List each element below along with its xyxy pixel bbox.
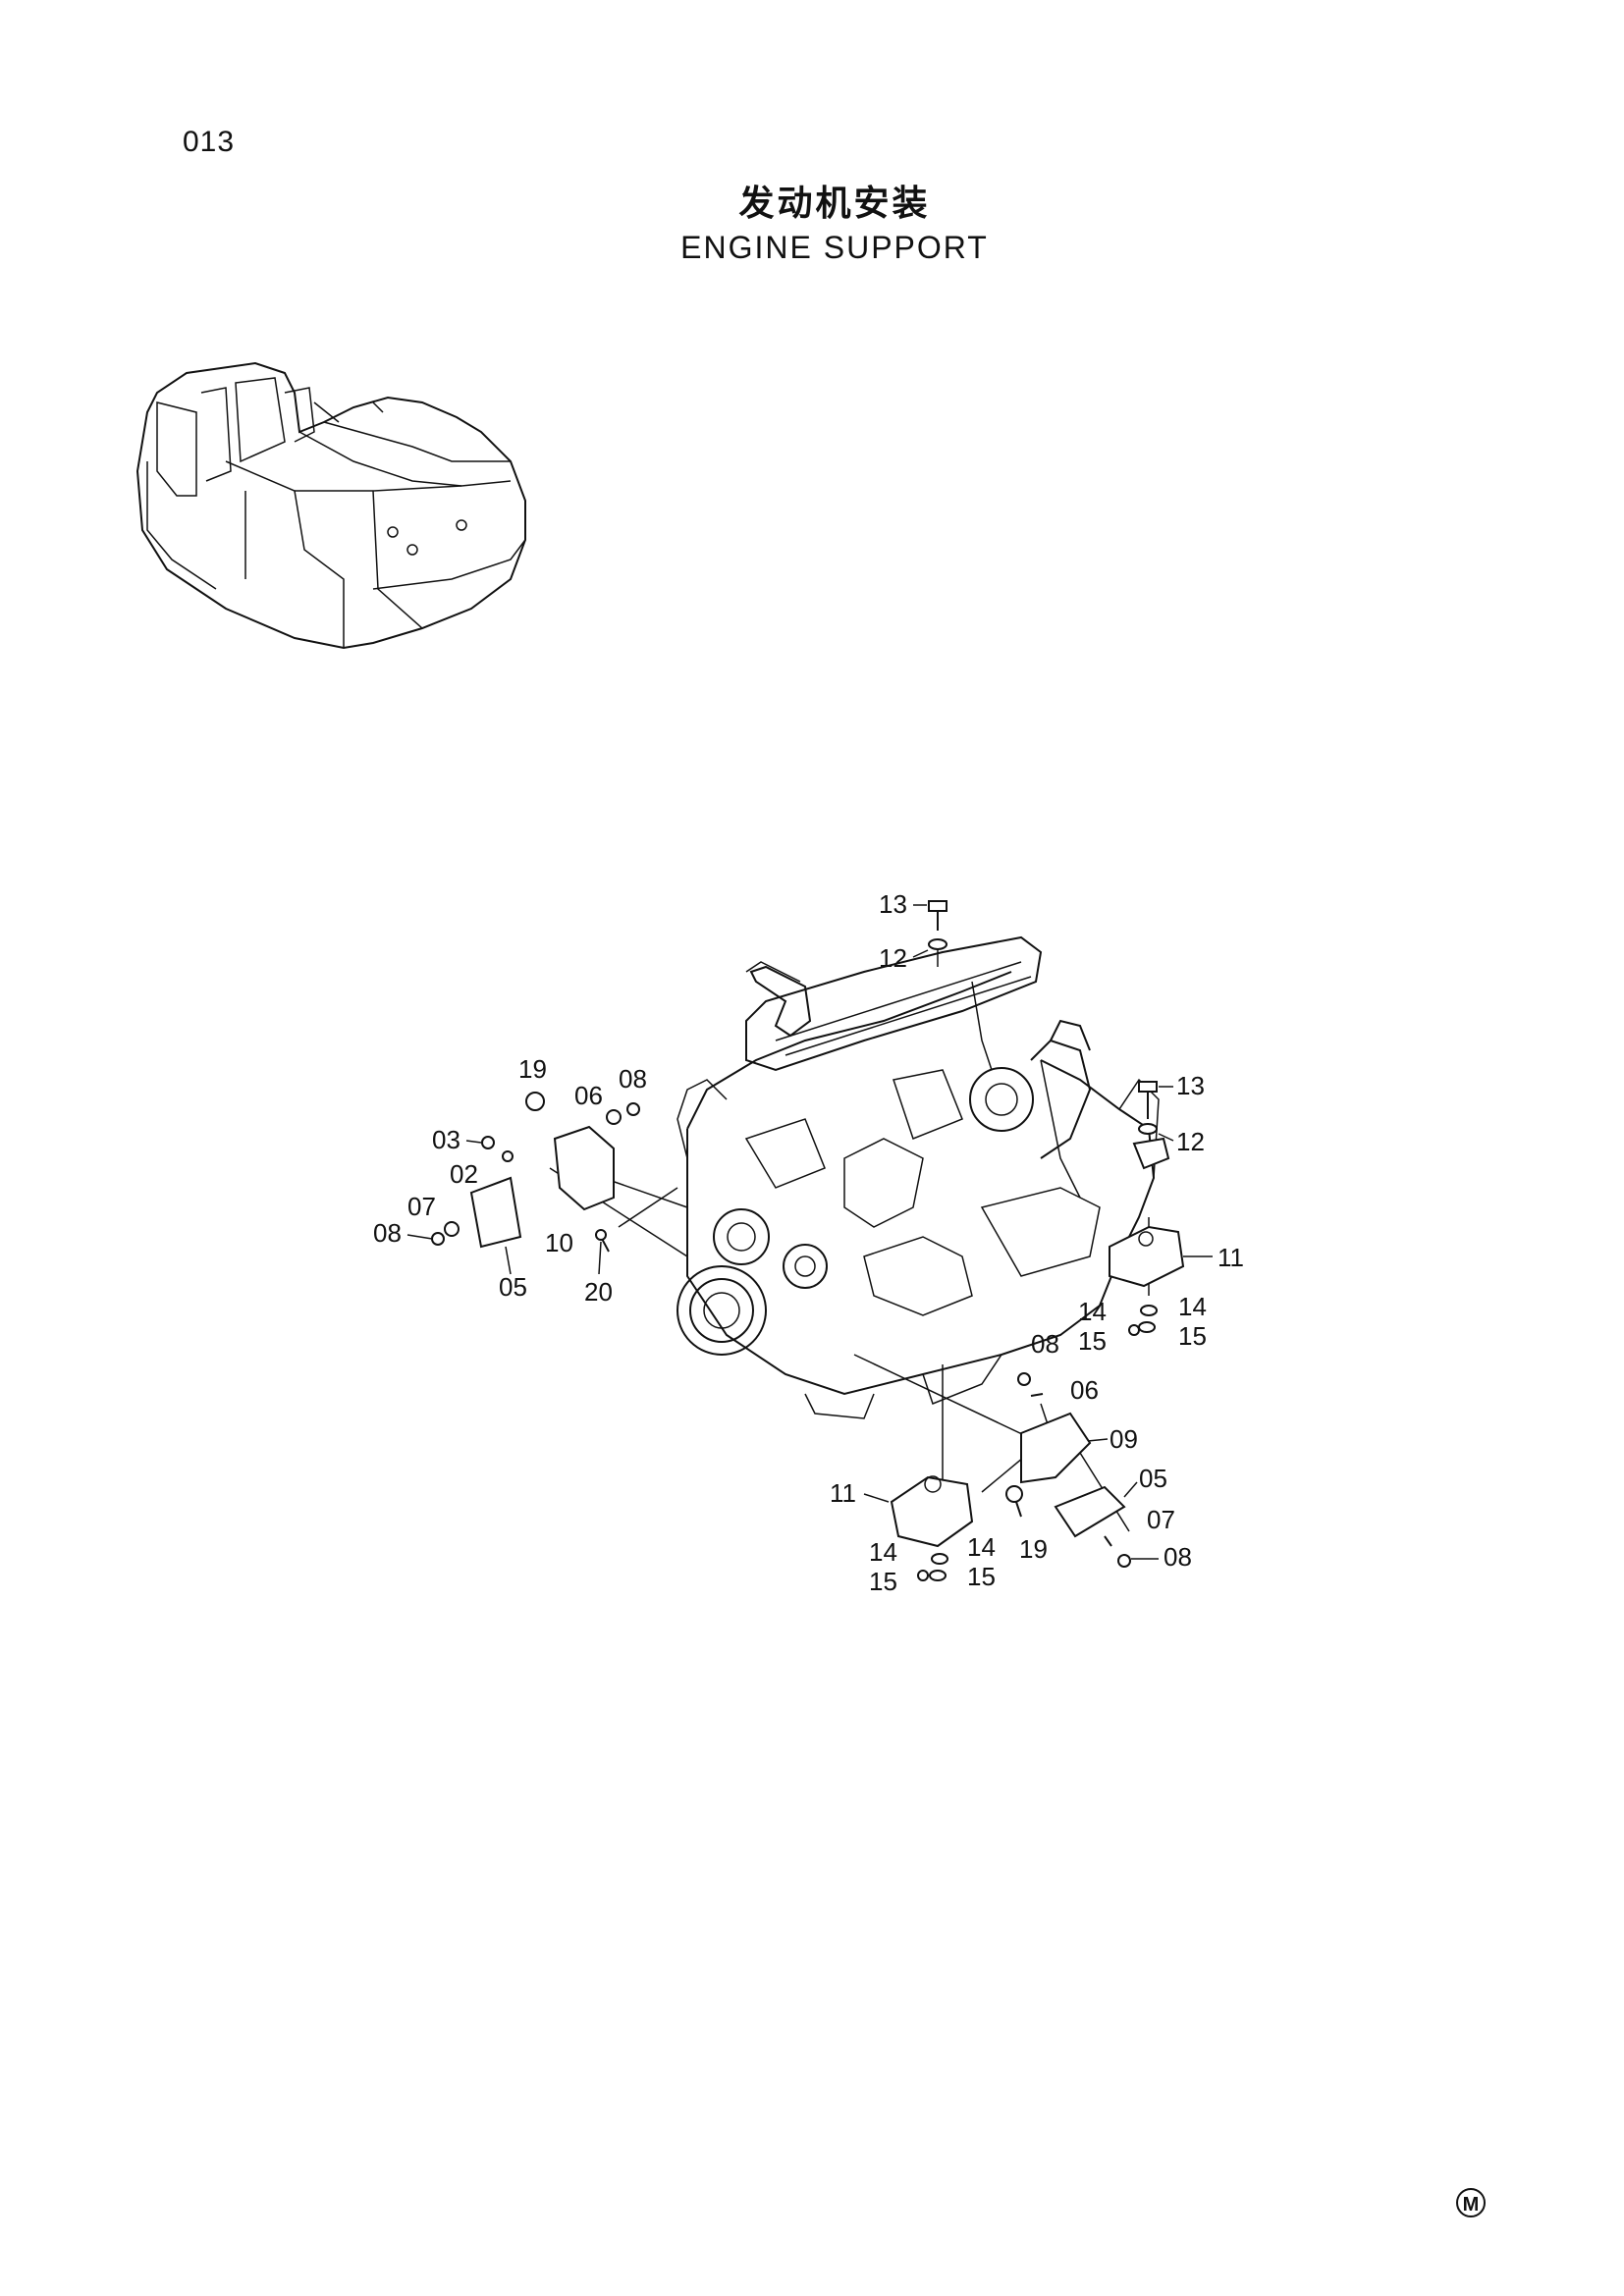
callout-13-top: 13 <box>879 889 907 919</box>
callout-08-lower: 08 <box>1031 1329 1059 1359</box>
excavator-overview-illustration <box>135 361 526 650</box>
callout-07-left: 07 <box>407 1192 436 1221</box>
callout-12-top: 12 <box>879 943 907 973</box>
callout-12-right: 12 <box>1176 1127 1205 1156</box>
callout-13-right: 13 <box>1176 1071 1205 1100</box>
callout-06-lower: 06 <box>1070 1375 1099 1405</box>
footer-mark: M <box>1456 2188 1486 2217</box>
callout-11-lower: 11 <box>830 1478 856 1508</box>
callout-08-left: 08 <box>373 1218 402 1248</box>
engine-assembly-illustration <box>677 935 1160 1419</box>
callout-06-left: 06 <box>574 1081 603 1110</box>
page-number: 013 <box>183 126 236 158</box>
callout-14-right-b: 14 <box>1178 1292 1207 1321</box>
callout-02: 02 <box>450 1159 478 1189</box>
callout-07-lower: 07 <box>1147 1505 1175 1534</box>
callout-10: 10 <box>545 1228 573 1257</box>
callout-08-lower-right: 08 <box>1164 1542 1192 1572</box>
callout-09: 09 <box>1110 1424 1138 1454</box>
callout-15-right-b: 15 <box>1178 1321 1207 1351</box>
callout-15-lower-a: 15 <box>869 1567 897 1596</box>
callout-14-lower-a: 14 <box>869 1537 897 1567</box>
callout-15-right-a: 15 <box>1078 1326 1107 1356</box>
callout-03: 03 <box>432 1125 460 1154</box>
callout-labels: 13 12 19 06 08 03 02 07 08 10 05 20 13 1… <box>373 889 1244 1596</box>
title-chinese: 发动机安装 <box>738 184 931 224</box>
callout-19-lower: 19 <box>1019 1534 1048 1564</box>
callout-15-lower-b: 15 <box>967 1562 996 1591</box>
title-english: ENGINE SUPPORT <box>680 230 989 265</box>
callout-08-left-top: 08 <box>619 1064 647 1094</box>
footer-mark-letter: M <box>1463 2194 1480 2216</box>
exploded-parts <box>431 900 1185 1581</box>
callout-14-lower-b: 14 <box>967 1532 996 1562</box>
callout-14-right-a: 14 <box>1078 1297 1107 1326</box>
callout-19-left: 19 <box>518 1054 547 1084</box>
callout-05-left: 05 <box>499 1272 527 1302</box>
callout-20: 20 <box>584 1277 613 1307</box>
callout-05-lower: 05 <box>1139 1464 1167 1493</box>
callout-11-right: 11 <box>1218 1243 1244 1272</box>
